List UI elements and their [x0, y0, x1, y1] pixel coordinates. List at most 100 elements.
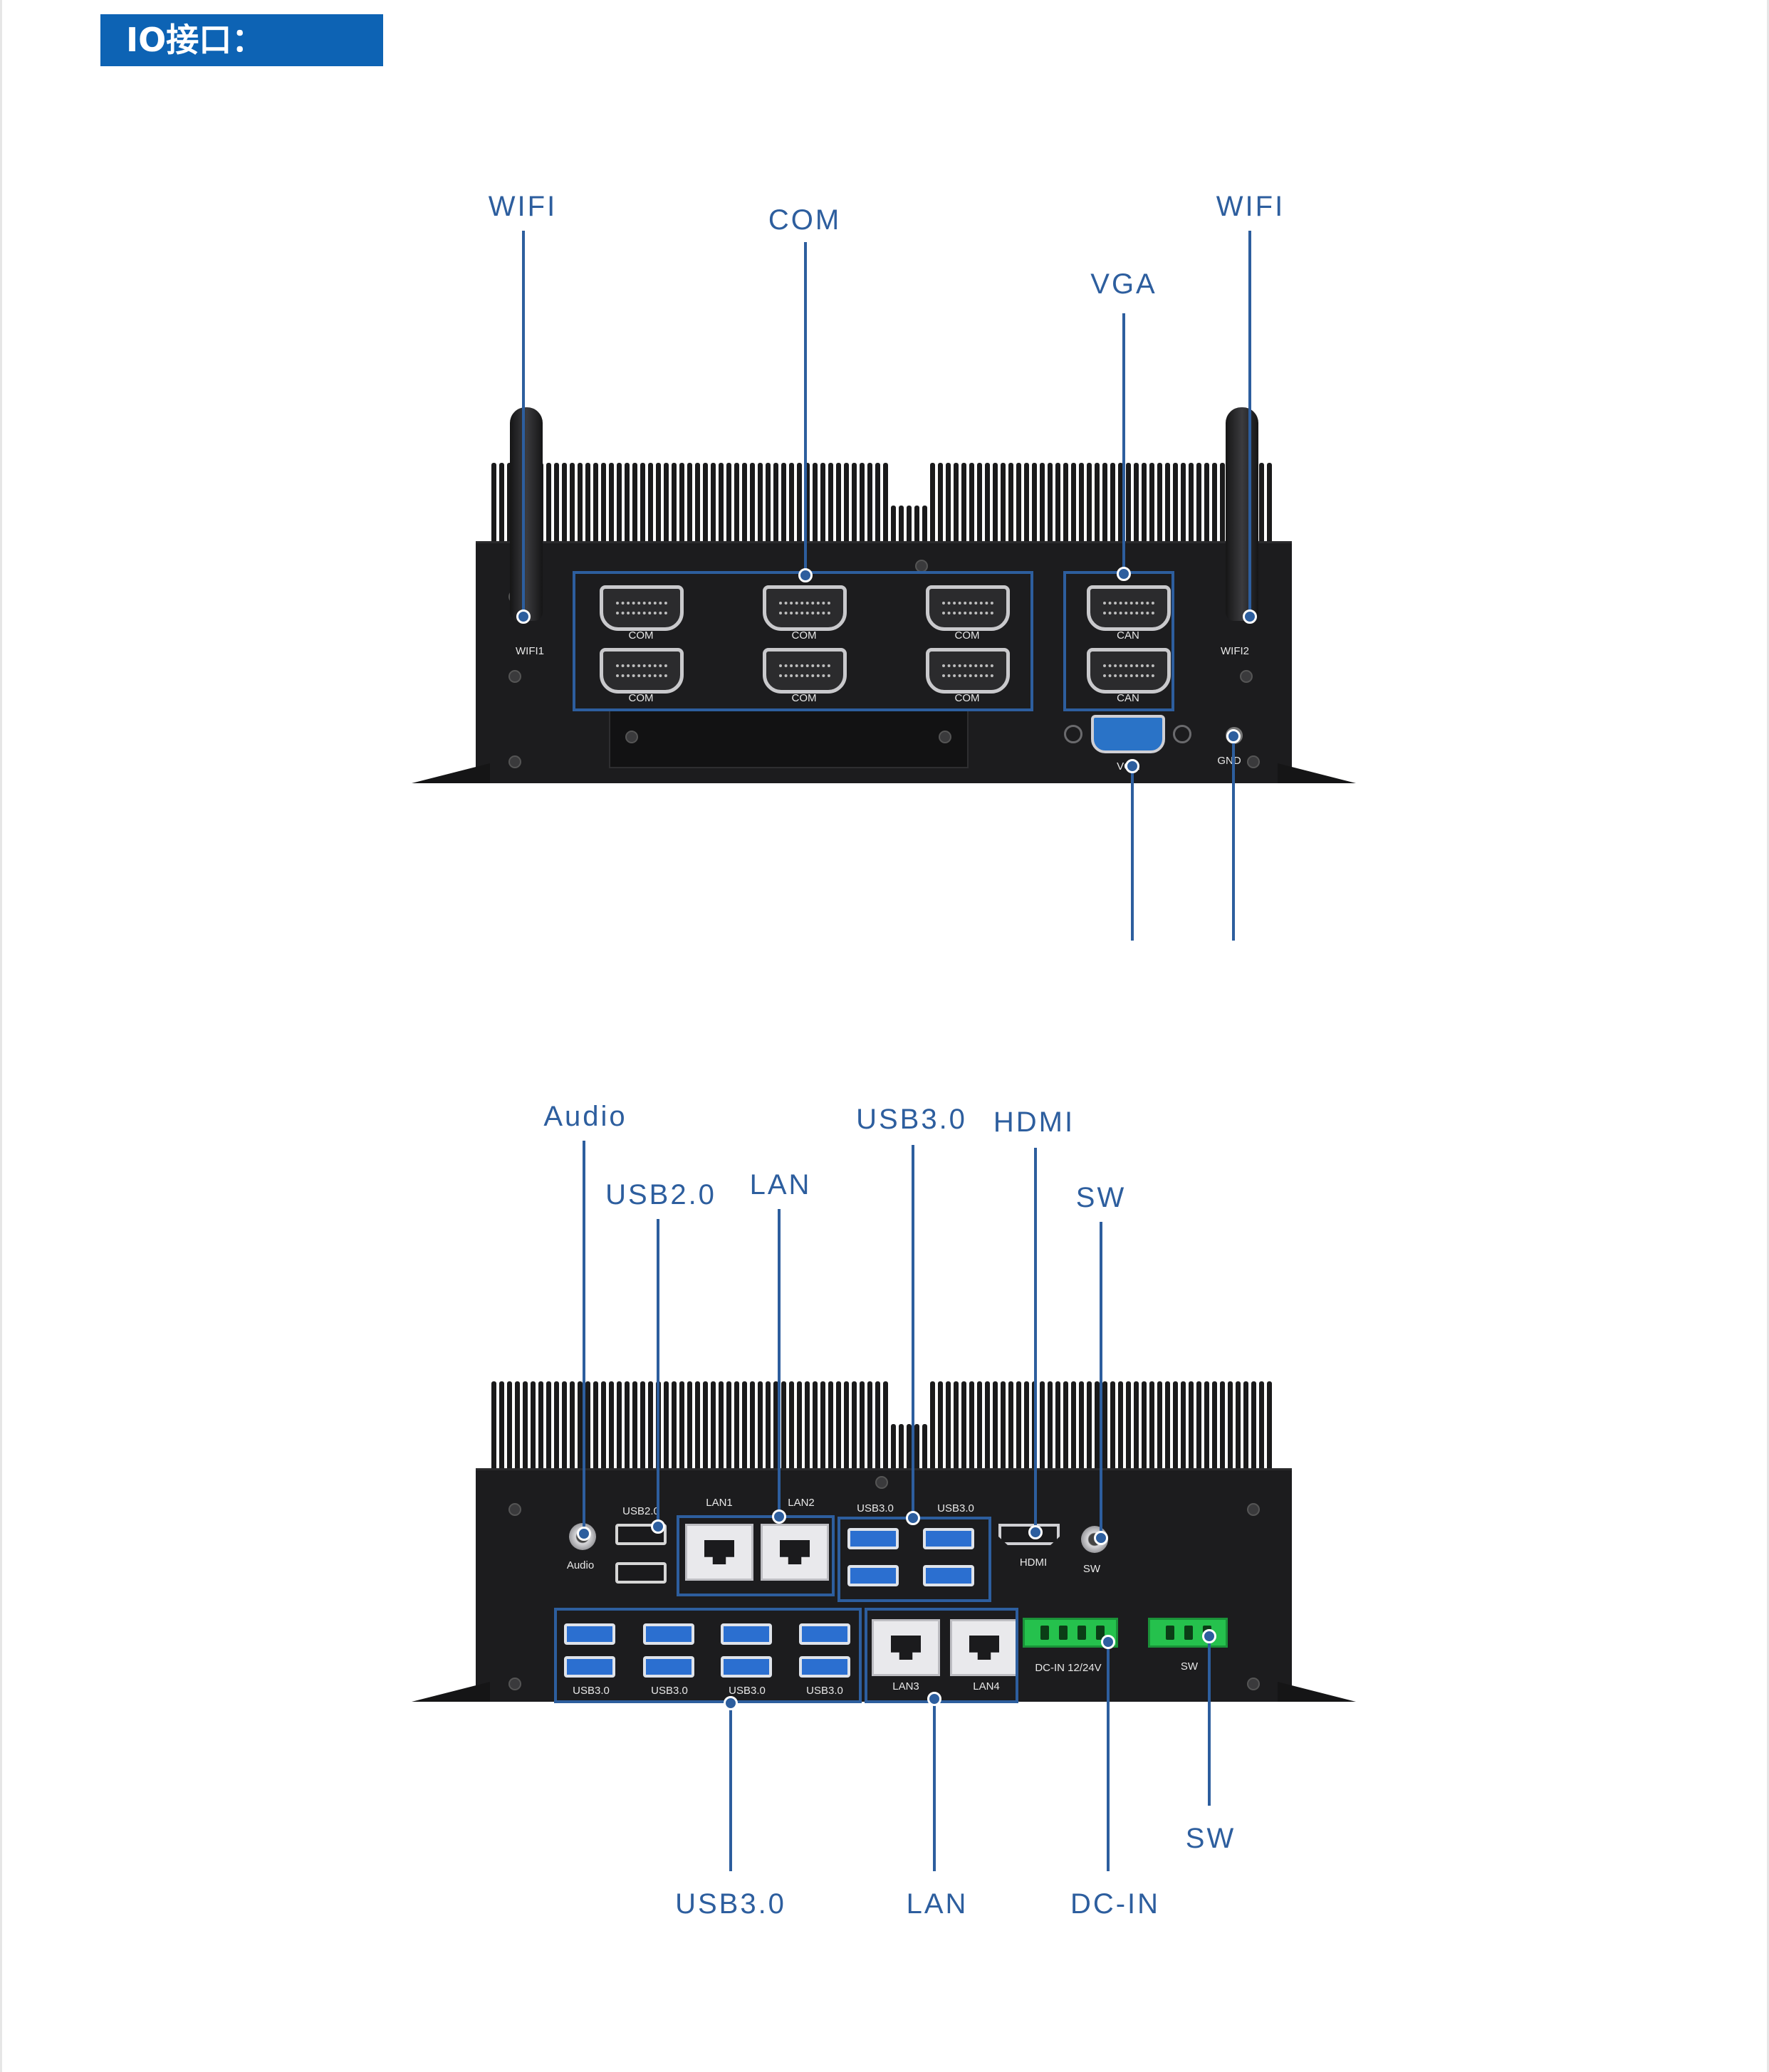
- lan2-port[interactable]: [761, 1524, 829, 1581]
- heatsink-fin: [1087, 1381, 1092, 1495]
- heatsink-fin: [860, 1381, 865, 1495]
- heatsink-fin: [570, 1381, 575, 1495]
- leader-dot: [1028, 1525, 1043, 1539]
- standoff-nut: [1173, 725, 1191, 743]
- com-port-label: COM: [954, 629, 980, 642]
- heatsink-fin: [1048, 1381, 1053, 1495]
- usb2-port[interactable]: [615, 1562, 667, 1584]
- heatsink-fin: [687, 1381, 692, 1495]
- com-port[interactable]: [763, 585, 847, 631]
- heatsink-fin: [852, 1381, 857, 1495]
- lan1-port-label: LAN1: [706, 1497, 733, 1509]
- com-port-label: COM: [628, 692, 654, 704]
- usb3-port[interactable]: [721, 1656, 772, 1678]
- heatsink-fin: [844, 1381, 849, 1495]
- com-group-box: [573, 571, 1033, 711]
- can-group-box: [1063, 571, 1174, 711]
- heatsink-fin: [742, 1381, 747, 1495]
- lan4-port-label: LAN4: [973, 1680, 1000, 1692]
- can-port[interactable]: [1087, 648, 1171, 694]
- usb3-port[interactable]: [643, 1656, 694, 1678]
- usb3-port-label: USB3.0: [651, 1685, 688, 1697]
- leader-dot: [577, 1527, 591, 1541]
- usb3-port[interactable]: [923, 1528, 974, 1549]
- leader-line: [912, 1145, 914, 1518]
- com-port[interactable]: [600, 648, 684, 694]
- usb3-port[interactable]: [799, 1623, 850, 1645]
- usb3-port[interactable]: [564, 1656, 615, 1678]
- usb3-port[interactable]: [847, 1565, 899, 1586]
- heatsink-fin: [1157, 1381, 1162, 1495]
- leader-dot: [772, 1509, 786, 1524]
- leader-line: [522, 231, 525, 615]
- can-port[interactable]: [1087, 585, 1171, 631]
- leader-dot: [516, 609, 531, 624]
- heatsink-fin: [554, 1381, 559, 1495]
- heatsink-fin: [961, 1381, 966, 1495]
- leader-dot: [651, 1519, 665, 1534]
- heatsink-fin: [1212, 1381, 1217, 1495]
- heatsink-fin: [993, 1381, 998, 1495]
- sw-terminal[interactable]: [1148, 1618, 1228, 1648]
- heatsink-fin: [828, 1381, 833, 1495]
- usb3-port[interactable]: [923, 1565, 974, 1586]
- usb3-port[interactable]: [721, 1623, 772, 1645]
- leader-line: [933, 1699, 936, 1871]
- heatsink-fin: [1149, 1381, 1154, 1495]
- screw: [1247, 1503, 1260, 1516]
- com-port[interactable]: [926, 585, 1010, 631]
- heatsink-fin: [679, 1381, 684, 1495]
- heatsink-fin: [1259, 1381, 1264, 1495]
- leader-dot: [1202, 1629, 1216, 1643]
- com-port[interactable]: [600, 585, 684, 631]
- heatsink-fin: [609, 1381, 614, 1495]
- heatsink-fin: [1118, 1381, 1123, 1495]
- usb3-port[interactable]: [799, 1656, 850, 1678]
- heatsink-fin: [648, 1381, 653, 1495]
- rear-heatsink-fins: [491, 1381, 1272, 1495]
- heatsink-fin: [773, 1381, 778, 1495]
- vga-port[interactable]: [1091, 715, 1165, 753]
- usb3-port[interactable]: [564, 1623, 615, 1645]
- leader-line: [804, 242, 807, 575]
- leader-dot: [1101, 1635, 1115, 1649]
- heatsink-fin: [883, 1381, 888, 1495]
- heatsink-fin: [562, 1381, 567, 1495]
- lan3-port[interactable]: [872, 1619, 940, 1676]
- heatsink-fin: [1008, 1381, 1013, 1495]
- heatsink-fin: [625, 1381, 630, 1495]
- heatsink-fin: [1079, 1381, 1084, 1495]
- usb3-port[interactable]: [643, 1623, 694, 1645]
- heatsink-fin: [695, 1381, 700, 1495]
- heatsink-fin: [969, 1381, 974, 1495]
- com-port[interactable]: [926, 648, 1010, 694]
- lan1-port[interactable]: [685, 1524, 753, 1581]
- front-lower-plate: [609, 708, 969, 768]
- usb2-port-label: USB2.0: [622, 1505, 659, 1517]
- heatsink-fin: [632, 1381, 637, 1495]
- leader-line: [1034, 1148, 1037, 1531]
- heatsink-fin: [538, 1381, 543, 1495]
- usb3-port-label: USB3.0: [806, 1685, 843, 1697]
- heatsink-fin: [1126, 1381, 1131, 1495]
- com-port[interactable]: [763, 648, 847, 694]
- usb3-port-label: USB3.0: [573, 1685, 610, 1697]
- lan3-port-label: LAN3: [892, 1680, 919, 1692]
- audio-port-label: Audio: [566, 1559, 595, 1571]
- usb3-port[interactable]: [847, 1528, 899, 1549]
- leader-dot: [724, 1696, 738, 1710]
- heatsink-fin: [875, 1381, 880, 1495]
- heatsink-fin: [1134, 1381, 1139, 1495]
- heatsink-fin: [766, 1381, 771, 1495]
- leader-line: [657, 1219, 659, 1527]
- heatsink-fin: [1024, 1381, 1029, 1495]
- screw: [508, 1503, 521, 1516]
- heatsink-fin: [515, 1381, 520, 1495]
- screw: [875, 1476, 888, 1489]
- lan4-port[interactable]: [950, 1619, 1018, 1676]
- heatsink-fin: [813, 1381, 818, 1495]
- leader-line: [583, 1141, 585, 1532]
- heatsink-fin: [703, 1381, 708, 1495]
- heatsink-fin: [617, 1381, 622, 1495]
- dcin-port-label: DC-IN 12/24V: [1035, 1662, 1102, 1674]
